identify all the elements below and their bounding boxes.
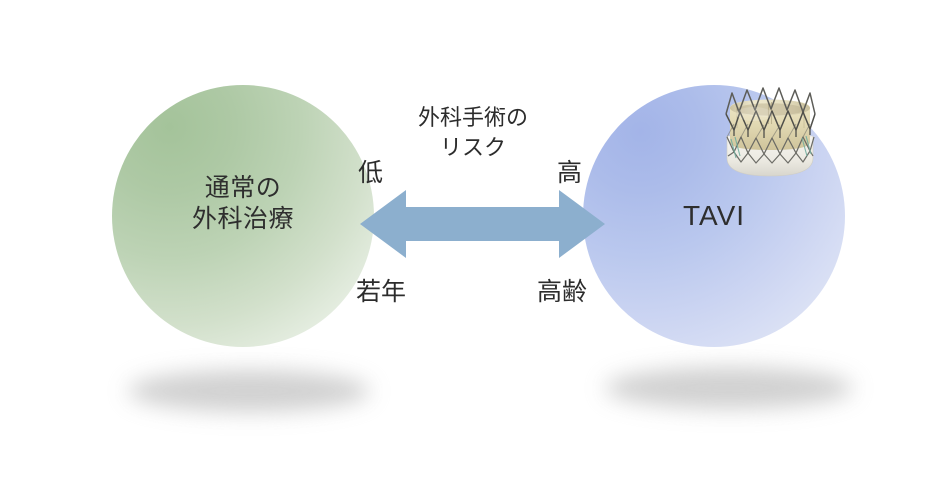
stent-sutures — [730, 135, 812, 159]
bubble-conventional-surgery[interactable]: 通常の 外科治療 — [112, 85, 374, 347]
bubble-label-tavi: TAVI — [682, 200, 746, 231]
right-bubble-shadow — [605, 367, 853, 409]
stent-metal-frame — [725, 87, 816, 164]
tavi-stent-valve-icon — [725, 87, 816, 177]
age-elderly-label: 高齢 — [537, 278, 588, 306]
risk-spectrum-arrow — [360, 190, 605, 258]
age-young-label: 若年 — [356, 278, 407, 306]
risk-axis-title: 外科手術の リスク — [417, 105, 528, 161]
left-bubble-shadow — [128, 370, 370, 412]
device-highlight — [736, 107, 772, 121]
risk-high-label: 高 — [557, 159, 583, 187]
bubble-label-conventional-surgery: 通常の 外科治療 — [191, 174, 294, 233]
risk-low-label: 低 — [358, 159, 384, 187]
